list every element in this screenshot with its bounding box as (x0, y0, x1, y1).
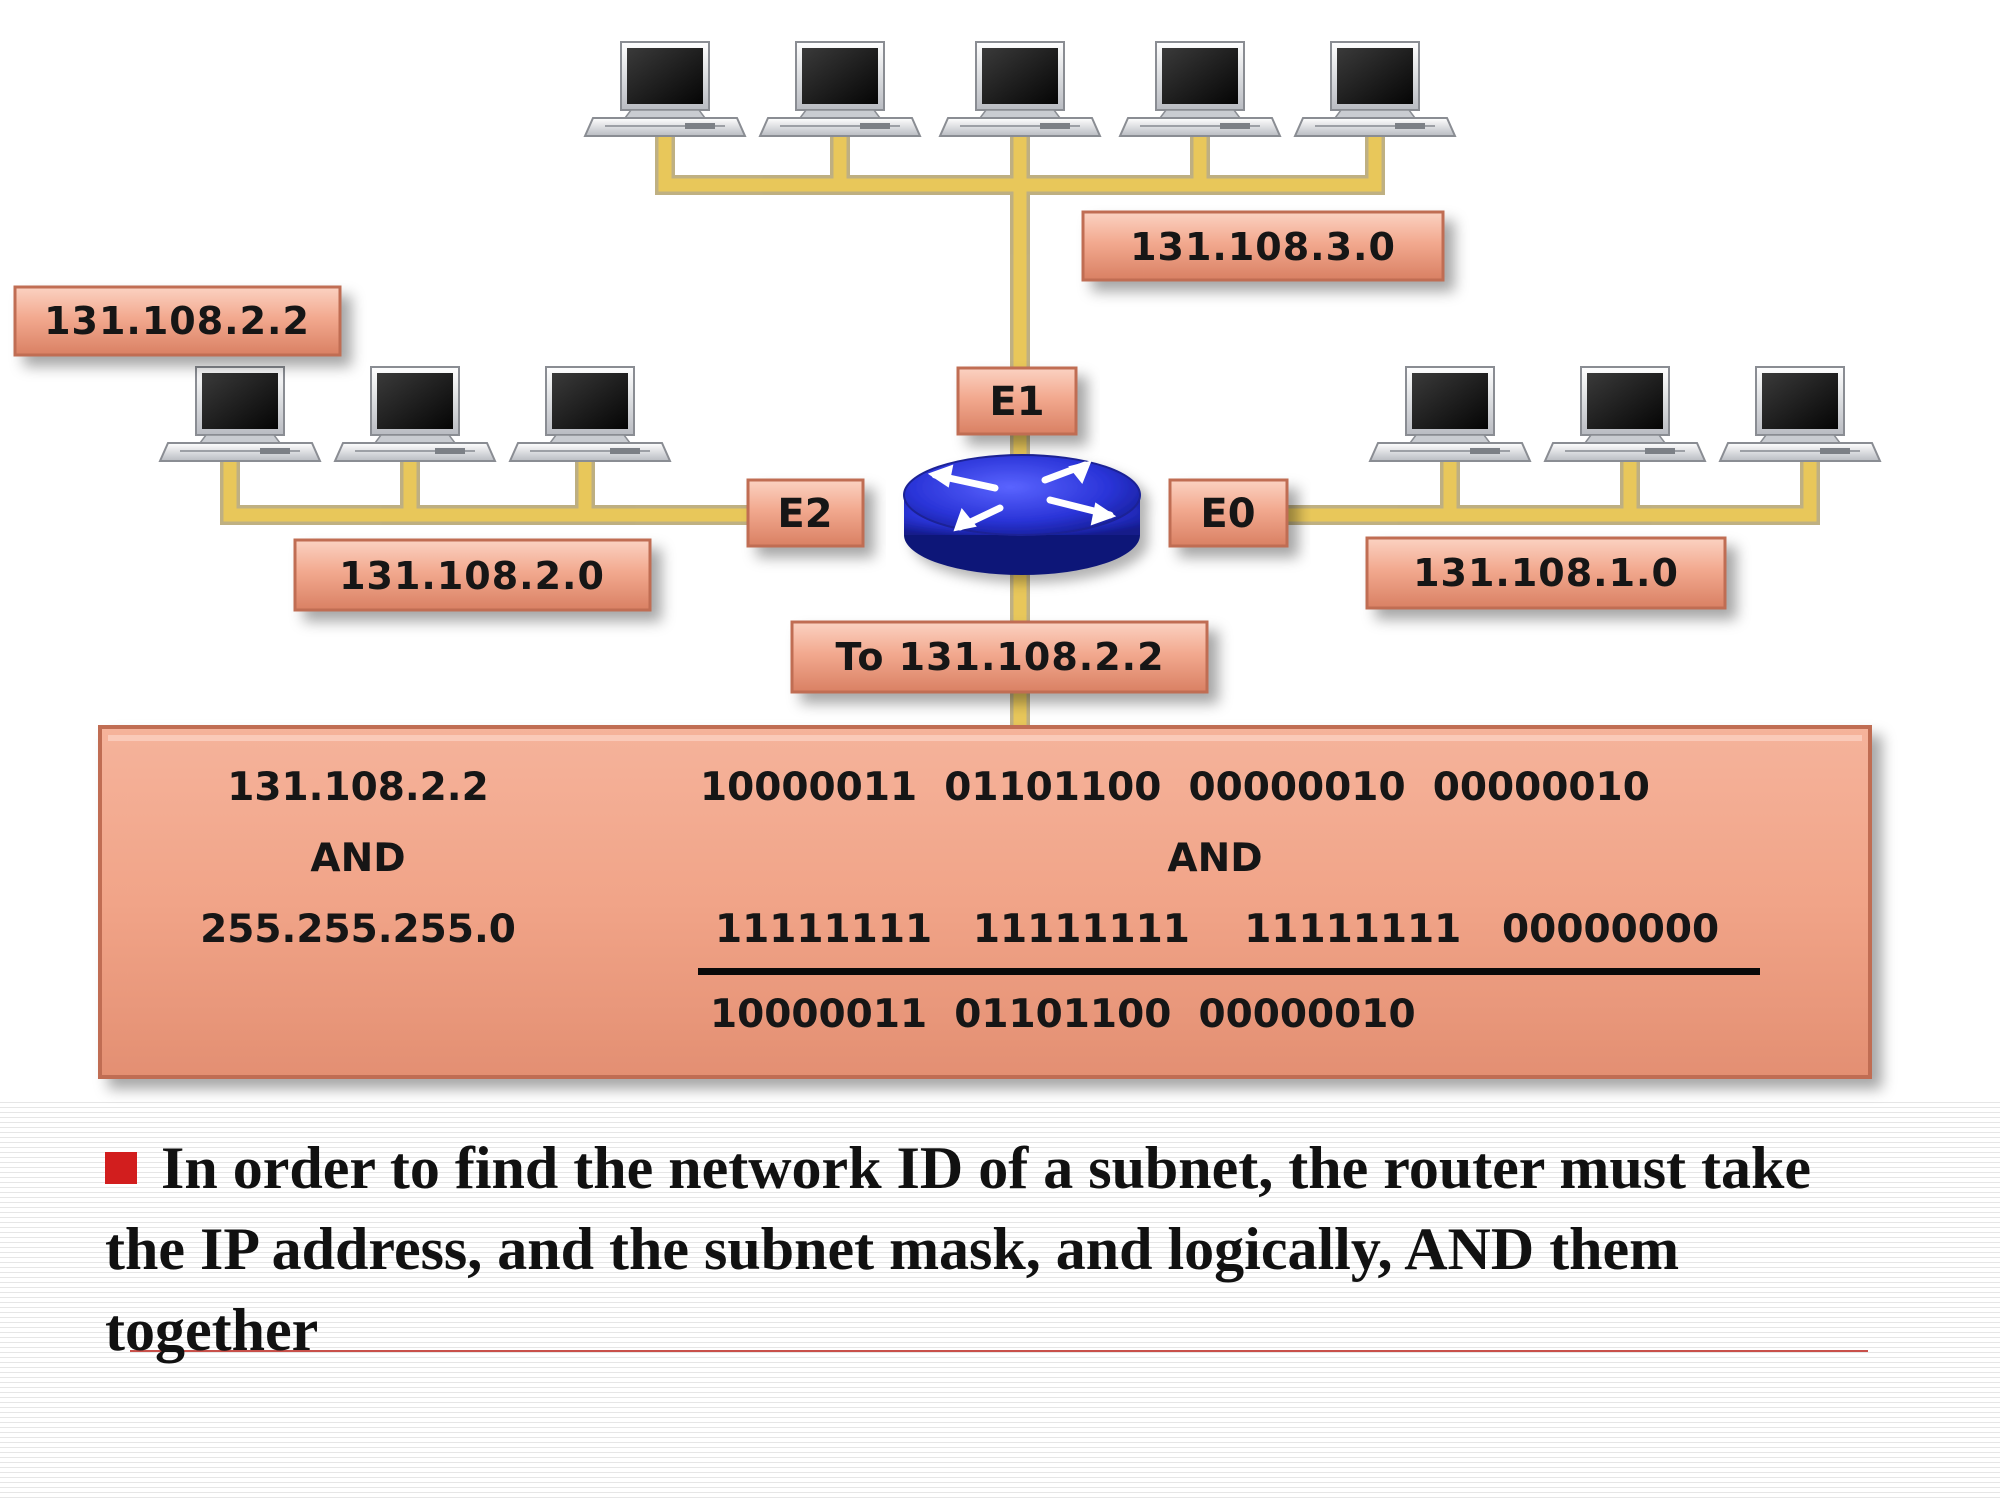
computer-icon (584, 41, 746, 137)
label-network-3: 131.108.3.0 (1081, 210, 1445, 282)
label-network-1: 131.108.1.0 (1365, 536, 1727, 610)
port-e2-text: E2 (777, 491, 832, 537)
label-network-2: 131.108.2.0 (293, 538, 652, 612)
port-e0: E0 (1168, 478, 1289, 548)
computer-icon (1719, 366, 1881, 462)
calc-result-binary: 10000011 01101100 00000010 (710, 992, 1416, 1037)
calc-mask-binary: 11111111 11111111 11111111 00000000 (715, 907, 1719, 952)
computer-group-left (159, 366, 671, 462)
computer-icon (1544, 366, 1706, 462)
port-e2: E2 (746, 478, 865, 548)
calc-ip-decimal: 131.108.2.2 (227, 765, 489, 810)
slide-divider-line (130, 1350, 1868, 1352)
slide-background-lines (0, 1098, 2000, 1500)
label-network-1-text: 131.108.1.0 (1413, 551, 1679, 595)
router-icon (903, 454, 1141, 575)
calc-sum-line (698, 968, 1760, 975)
port-e1-text: E1 (989, 379, 1044, 425)
network-cables-highlight (223, 128, 1817, 742)
computer-icon (1119, 41, 1281, 137)
label-network-2-text: 131.108.2.0 (339, 554, 605, 598)
calc-ip-binary: 10000011 01101100 00000010 00000010 (700, 765, 1650, 810)
bullet-square-icon (105, 1152, 137, 1184)
label-destination-text: To 131.108.2.2 (835, 635, 1164, 679)
slide-caption: In order to find the network ID of a sub… (105, 1128, 1895, 1371)
computer-icon (759, 41, 921, 137)
computer-group-right (1369, 366, 1881, 462)
label-host-address-text: 131.108.2.2 (44, 299, 310, 343)
computer-icon (1369, 366, 1531, 462)
caption-text: In order to find the network ID of a sub… (105, 1135, 1811, 1363)
label-network-3-text: 131.108.3.0 (1130, 225, 1396, 269)
calc-and-right: AND (1167, 836, 1262, 881)
computer-group-top (584, 41, 1456, 137)
computer-icon (159, 366, 321, 462)
and-calculation-box (98, 725, 1872, 1079)
computer-icon (939, 41, 1101, 137)
calc-mask-decimal: 255.255.255.0 (200, 907, 516, 952)
label-host-address: 131.108.2.2 (13, 285, 342, 357)
port-e1: E1 (956, 366, 1078, 436)
computer-icon (334, 366, 496, 462)
port-e0-text: E0 (1200, 491, 1255, 537)
calc-and-left: AND (310, 836, 405, 881)
computer-icon (1294, 41, 1456, 137)
label-destination: To 131.108.2.2 (790, 620, 1209, 694)
computer-icon (509, 366, 671, 462)
